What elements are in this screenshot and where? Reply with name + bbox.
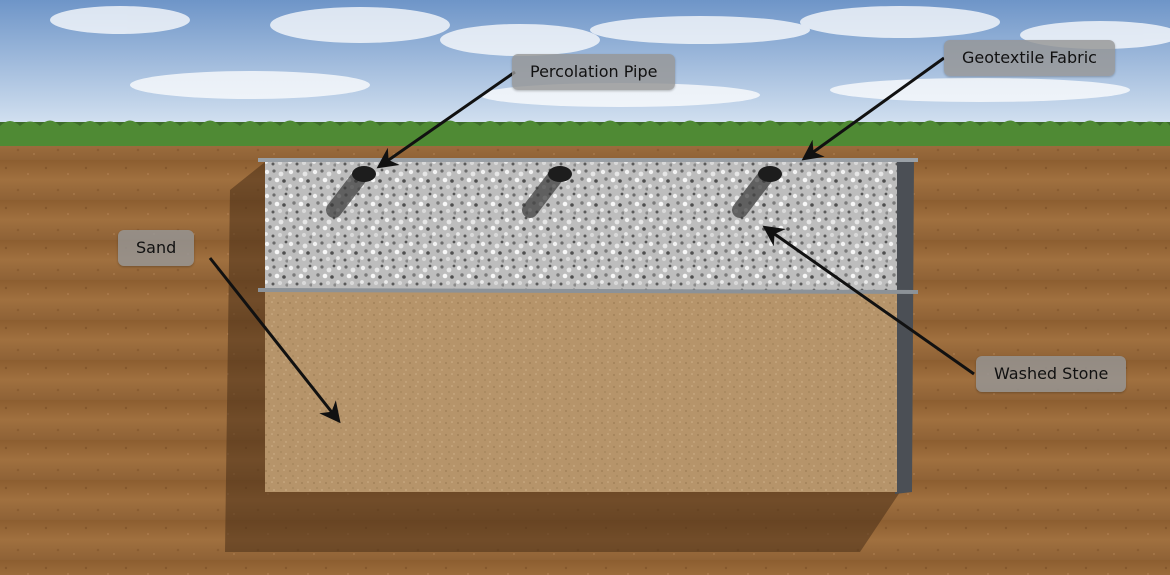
label-percolation-pipe: Percolation Pipe [512,54,676,90]
arrow-washed-stone [762,225,975,376]
grass-tufts [0,120,1170,146]
arrow-geotextile-fabric [801,56,945,161]
percolation-pipe-2 [522,166,572,218]
percolation-pipe-3 [732,166,782,218]
label-geotextile-fabric: Geotextile Fabric [944,40,1115,76]
label-washed-stone: Washed Stone [976,356,1127,392]
percolation-pipe-1 [326,166,376,218]
geotextile-fabric-middle [257,288,919,294]
washed-stone-layer [265,162,897,290]
arrow-sand [208,257,341,424]
label-sand: Sand [118,230,195,266]
excavation-shadow [225,162,900,552]
arrow-percolation-pipe [376,70,516,169]
sand-layer [265,290,897,492]
